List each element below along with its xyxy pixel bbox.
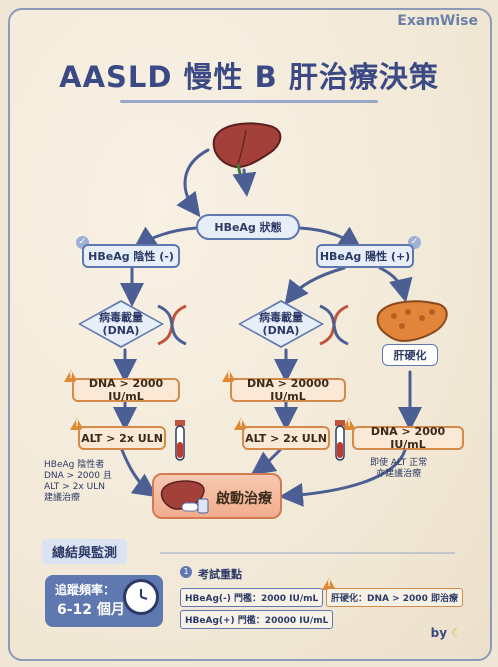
- page-title: AASLD 慢性 B 肝治療決策: [59, 60, 439, 94]
- start-treatment-node: 啟動治療: [152, 473, 282, 519]
- hbeag-positive-label: HBeAg 陽性 (+): [316, 244, 414, 268]
- negative-threshold-pill: HBeAg(-) 門檻：2000 IU/mL: [180, 588, 324, 607]
- negative-branch-note: HBeAg 陰性者 DNA > 2000 且 ALT > 2x ULN 建議治療: [44, 460, 112, 503]
- hbeag-status-node: HBeAg 狀態: [196, 214, 300, 240]
- cirrhosis-dna-threshold: DNA > 2000 IU/mL: [352, 425, 464, 451]
- positive-dna-threshold: DNA > 20000 IU/mL: [230, 377, 346, 403]
- cirrhotic-liver-icon: [376, 300, 448, 342]
- warning-icon: !: [342, 418, 356, 430]
- exam-key-points-title: 考試重點: [198, 568, 242, 581]
- liver-with-pills-icon: [160, 480, 209, 514]
- byline-text: by: [430, 626, 448, 640]
- cirrhosis-note: 即使 ALT 正常 亦建議治療: [370, 458, 428, 479]
- warning-icon: !: [322, 578, 336, 590]
- positive-threshold-pill: HBeAg(+) 門檻：20000 IU/mL: [180, 610, 334, 629]
- negative-dna-threshold: DNA > 2000 IU/mL: [72, 377, 180, 403]
- dna-icon: [157, 304, 187, 346]
- hbeag-negative-label: HBeAg 陰性 (-): [82, 244, 180, 268]
- cirrhosis-threshold-pill: 肝硬化：DNA > 2000 即治療: [326, 588, 463, 607]
- positive-alt-threshold: ALT > 2x ULN: [242, 426, 330, 450]
- key-point-number: 1: [180, 566, 192, 578]
- follow-up-frequency-label: 追蹤頻率：: [55, 583, 116, 597]
- summary-section-title: 總結與監測: [42, 539, 128, 564]
- liver-icon: [212, 122, 282, 175]
- brand-logo: ExamWise: [397, 13, 478, 29]
- blood-tube-icon: [335, 420, 345, 461]
- byline: by ☾: [431, 626, 462, 640]
- dna-icon: [319, 304, 349, 346]
- start-treatment-label: 啟動治療: [216, 491, 272, 507]
- banana-icon: ☾: [451, 626, 462, 640]
- blood-tube-icon: [175, 420, 185, 461]
- negative-alt-threshold: ALT > 2x ULN: [78, 426, 166, 450]
- follow-up-frequency-value: 6-12 個月: [57, 602, 125, 618]
- clock-icon: [123, 579, 159, 615]
- title-underline: [120, 100, 378, 103]
- summary-divider: [160, 552, 455, 554]
- cirrhosis-label: 肝硬化: [382, 344, 438, 366]
